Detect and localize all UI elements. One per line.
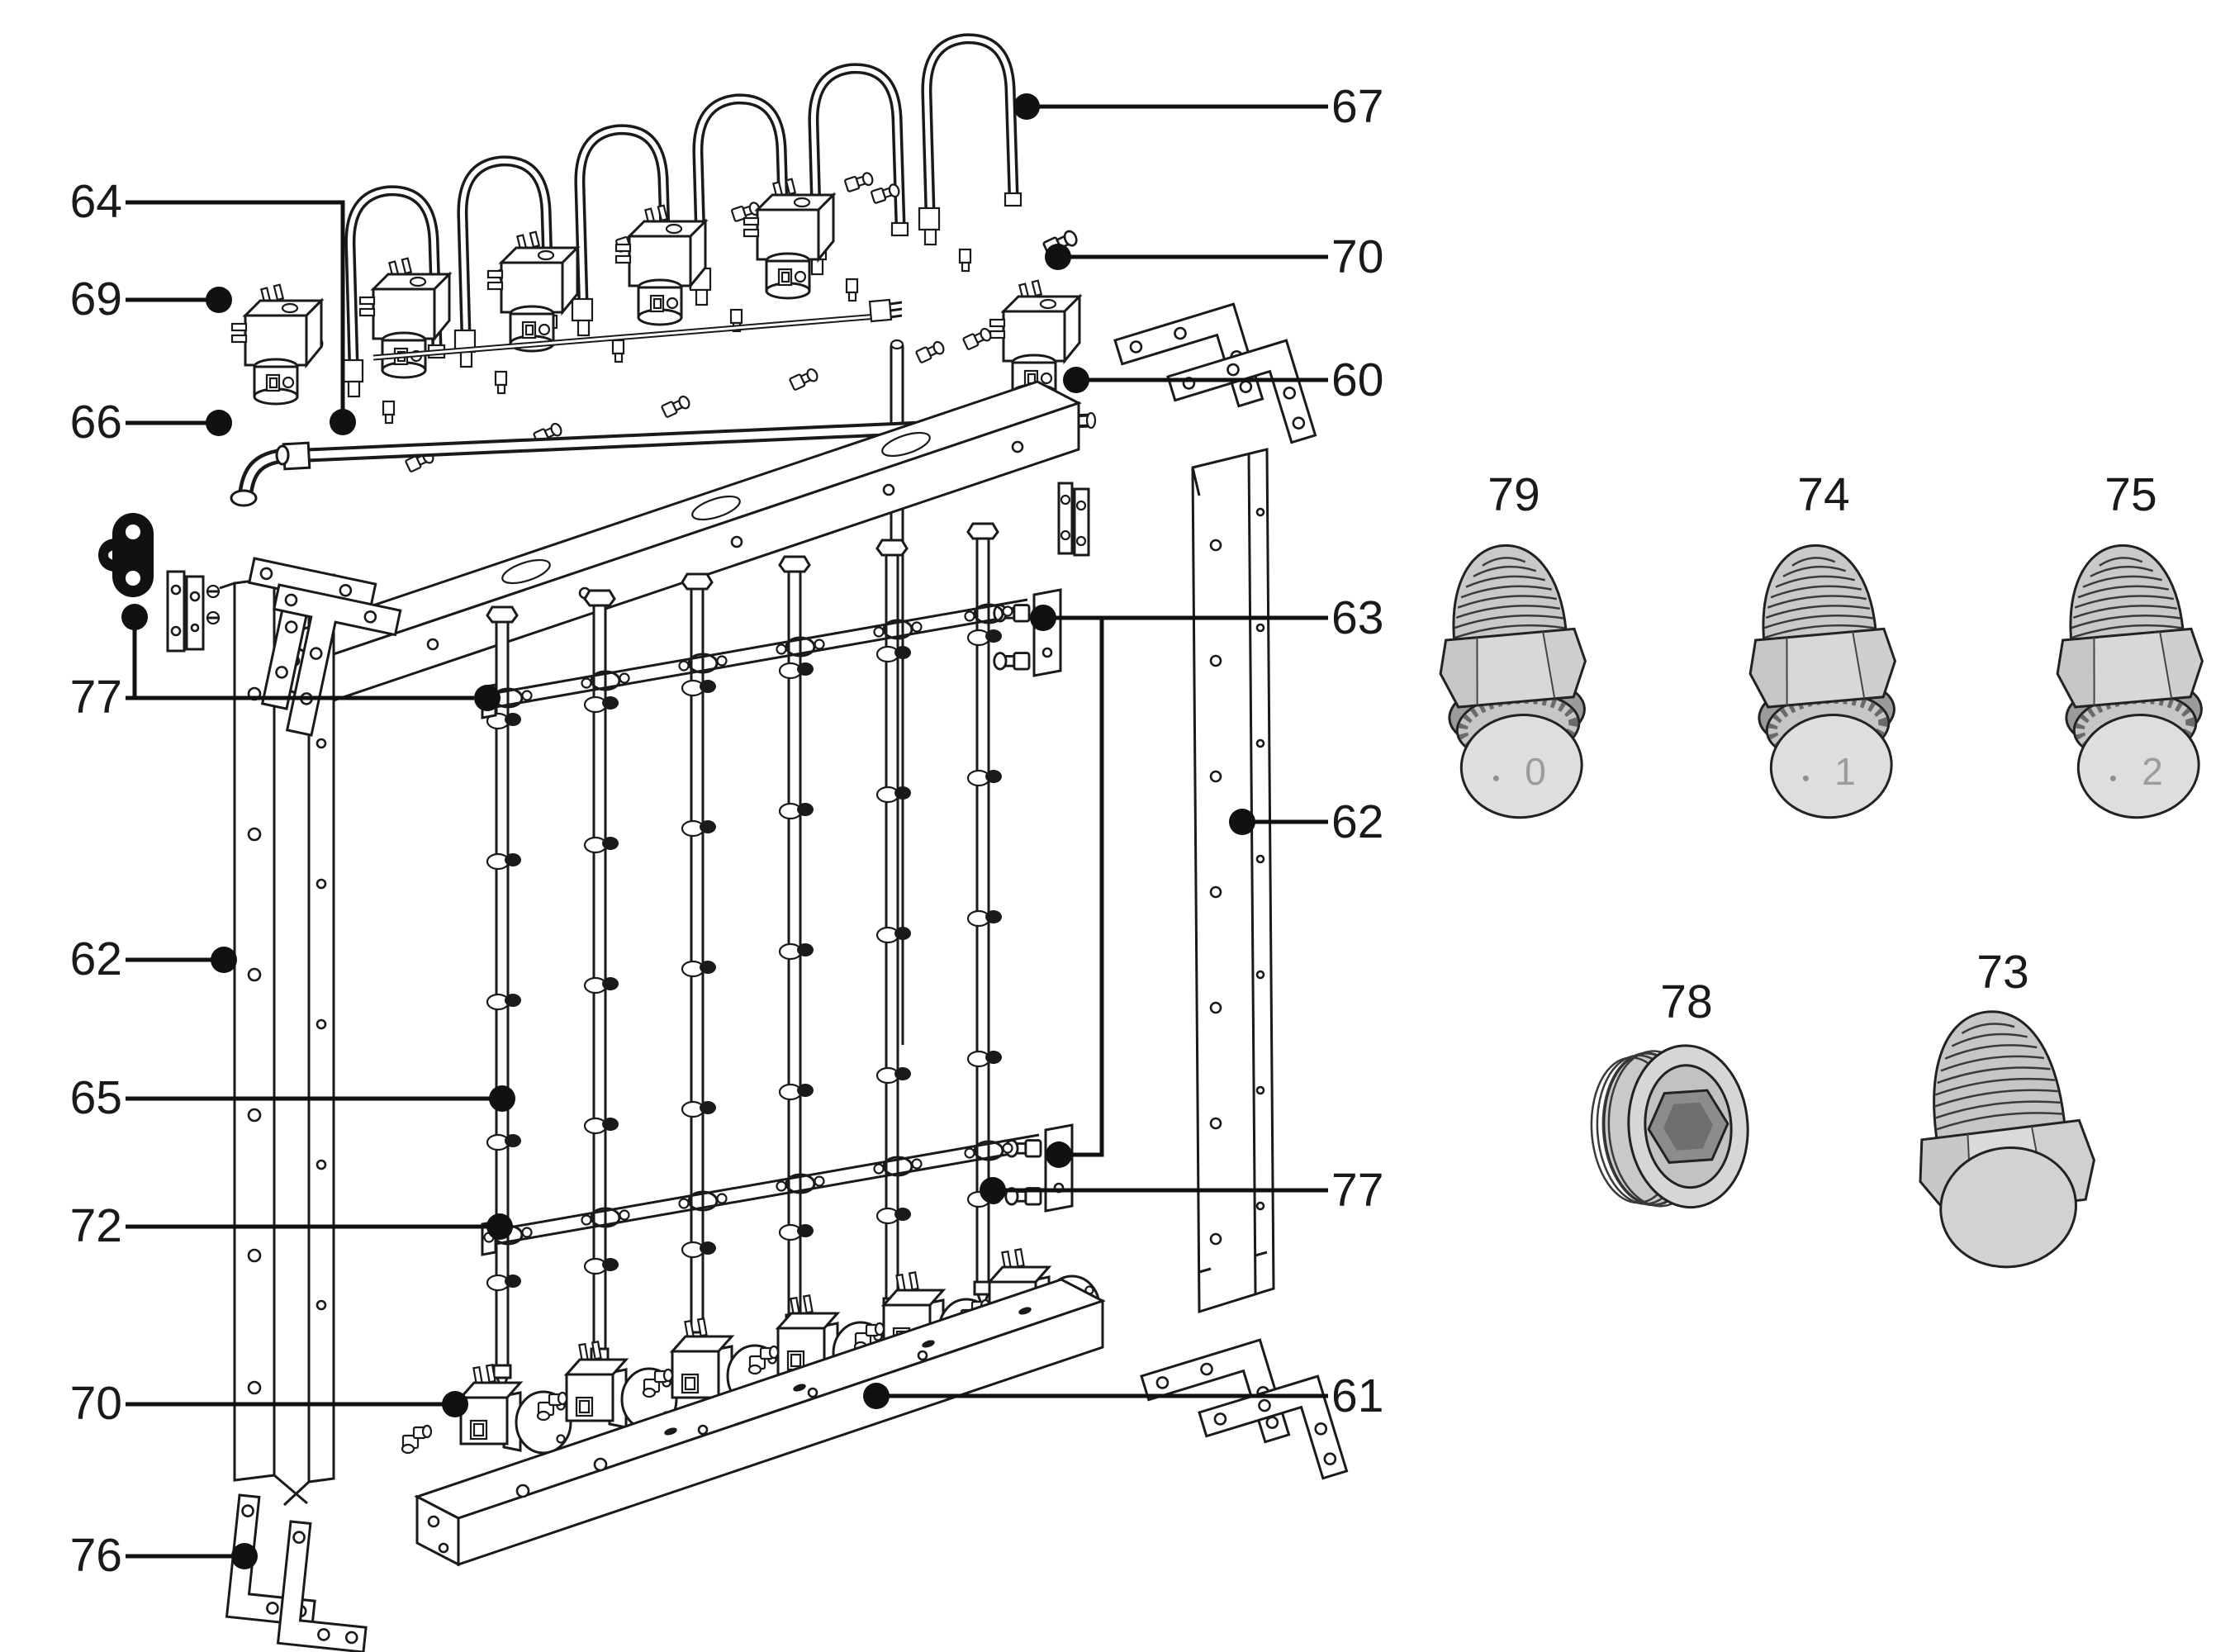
plug-face-mark-0: 0 (1525, 750, 1546, 793)
callout-label: 77 (70, 671, 122, 724)
callout-label: 60 (1331, 354, 1383, 406)
threaded-rod (372, 298, 903, 361)
callout-label: 76 (70, 1529, 122, 1582)
callout-label: 63 (1331, 591, 1383, 644)
callout-61: 61 (863, 1370, 1383, 1422)
callout-70-right: 70 (1045, 230, 1383, 283)
top-valve (230, 283, 323, 406)
top-rail (274, 380, 1082, 708)
top-valve (614, 204, 707, 326)
callout-label: 72 (70, 1199, 122, 1252)
callout-62-right: 62 (1229, 795, 1383, 848)
callout-64: 64 (70, 175, 356, 435)
detail-views: 79 74 75 78 73 0 1 2 (1430, 468, 2215, 1279)
spray-tube (486, 605, 523, 1393)
callout-77-left: 77 (70, 604, 501, 724)
callout-label: 70 (1331, 230, 1383, 283)
callout-66: 66 (70, 396, 232, 449)
hinge-bracket (166, 570, 221, 653)
callout-69: 69 (70, 273, 232, 325)
plug-label-75: 75 (2104, 468, 2156, 521)
plug-73 (1899, 999, 2108, 1279)
corner-bracket (277, 1520, 377, 1652)
plug-label-73: 73 (1976, 946, 2028, 999)
callout-label: 62 (70, 933, 122, 985)
clamp-plates (1057, 482, 1090, 557)
plug-label-74: 74 (1797, 468, 1849, 521)
spray-tube (778, 555, 815, 1343)
callout-label: 65 (70, 1071, 122, 1124)
callout-70-left: 70 (70, 1377, 468, 1430)
side-panel-left (219, 573, 335, 1507)
spout-elbow (230, 444, 290, 507)
top-valve (743, 178, 835, 300)
callout-62-left: 62 (70, 933, 237, 985)
callout-label: 66 (70, 396, 122, 449)
plug-label-78: 78 (1660, 976, 1712, 1028)
callouts: 64 69 66 77 62 65 72 70 (70, 80, 1384, 1582)
callout-76: 76 (70, 1529, 258, 1582)
spray-tube (583, 589, 620, 1377)
callout-65: 65 (70, 1071, 515, 1124)
callout-63: 63 (1030, 591, 1383, 1168)
callout-67: 67 (1013, 80, 1383, 133)
callout-label: 70 (70, 1377, 122, 1430)
plug-face-mark-1: 1 (1834, 750, 1856, 793)
plug-79 (1430, 539, 1598, 824)
main-assembly (98, 39, 1349, 1652)
plug-label-79: 79 (1487, 468, 1540, 521)
callout-60: 60 (1063, 354, 1383, 406)
spray-tube (681, 572, 718, 1360)
spray-tube (875, 539, 913, 1327)
callout-label: 69 (70, 273, 122, 325)
side-panel-right (1191, 448, 1275, 1314)
callout-77-right: 77 (980, 1164, 1383, 1217)
top-valve (486, 230, 579, 353)
plug-74 (1739, 539, 1908, 824)
saddle-clamp (98, 513, 154, 597)
plug-75 (2047, 539, 2215, 824)
callout-label: 77 (1331, 1164, 1383, 1217)
plug-face-mark-2: 2 (2142, 750, 2163, 793)
callout-label: 61 (1331, 1370, 1383, 1422)
callout-label: 64 (70, 175, 122, 228)
callout-72: 72 (70, 1199, 513, 1252)
plug-78 (1584, 1040, 1755, 1216)
callout-label: 67 (1331, 80, 1383, 133)
bottom-rail (414, 1278, 1106, 1567)
callout-label: 62 (1331, 795, 1383, 848)
